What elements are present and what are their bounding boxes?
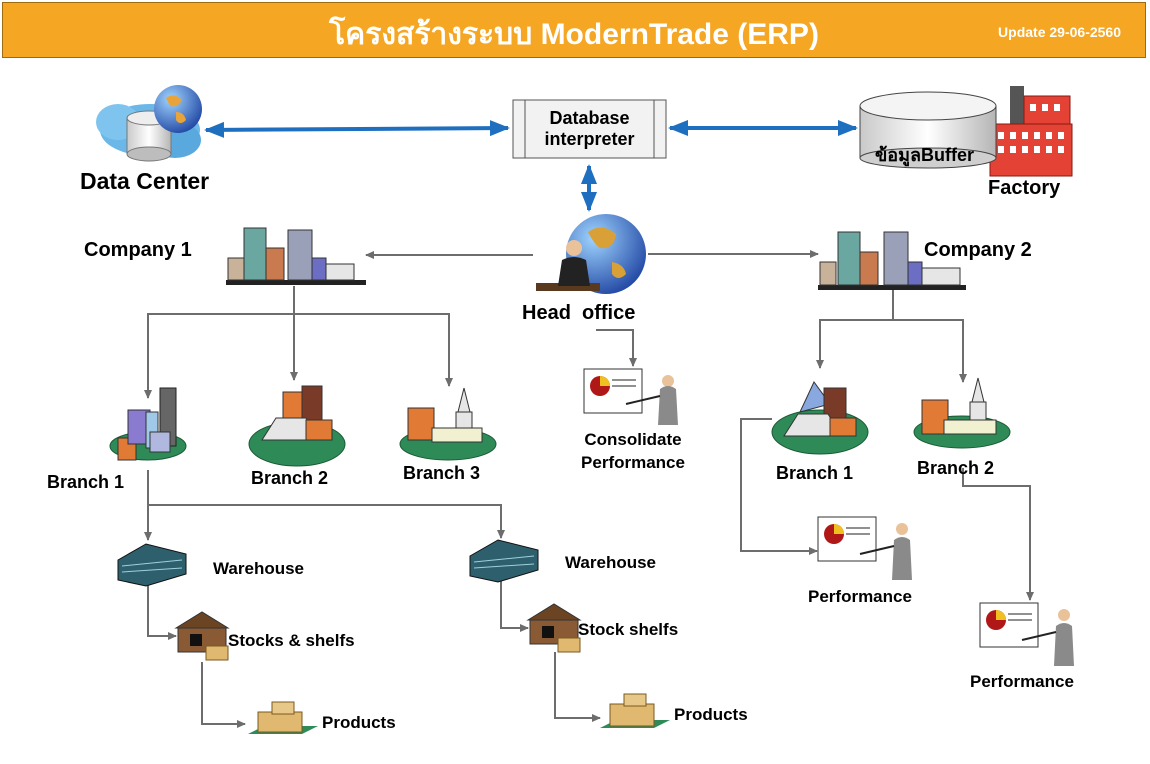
- shed-icon: [174, 611, 230, 661]
- stocks-b-label: Stock shelfs: [578, 620, 679, 639]
- consolidate-performance-label: Consolidate Performance: [581, 430, 685, 472]
- stocks-a-label: Stocks & shelfs: [228, 631, 355, 650]
- factory-icon: [989, 86, 1073, 177]
- c2-branch1-icon: [771, 381, 869, 455]
- page-title: โครงสร้างระบบ ModernTrade (ERP): [329, 18, 819, 51]
- warehouse-a-label: Warehouse: [213, 559, 305, 578]
- company1-label: Company 1: [84, 239, 192, 261]
- c1-branch2-label: Branch 2: [251, 468, 329, 488]
- title-bar: โครงสร้างระบบ ModernTrade (ERP) Update 2…: [2, 2, 1146, 58]
- data-links: [204, 120, 858, 212]
- products-a-label: Products: [322, 713, 396, 732]
- performance-a-label: Performance: [808, 587, 912, 606]
- presenter-chart-icon: [817, 516, 912, 580]
- c2-branch2-label: Branch 2: [917, 458, 995, 478]
- presenter-chart-icon: [583, 368, 678, 425]
- products-b-label: Products: [674, 705, 748, 724]
- warehouse-icon: [469, 539, 539, 583]
- head-office-label: Head office: [522, 302, 636, 324]
- warehouse-b-label: Warehouse: [565, 553, 657, 572]
- buffer-cylinder-icon: [859, 91, 997, 169]
- flow-arrows: [144, 250, 1034, 728]
- c2-branch1-label: Branch 1: [776, 463, 854, 483]
- data-center-icon: [96, 85, 202, 162]
- pallet-icon: [248, 701, 318, 734]
- head-office-icon: [536, 214, 646, 294]
- c2-branch2-icon: [913, 377, 1011, 449]
- c1-branch3-icon: [399, 387, 497, 461]
- company2-label: Company 2: [924, 239, 1032, 261]
- update-date: Update 29-06-2560: [998, 24, 1121, 40]
- warehouse-icon: [117, 543, 187, 587]
- c1-branch2-icon: [248, 385, 346, 467]
- company1-city-icon: [226, 227, 366, 285]
- db-interpreter-label: Database interpreter: [544, 108, 635, 149]
- c1-branch3-label: Branch 3: [403, 463, 481, 483]
- performance-b-label: Performance: [970, 672, 1074, 691]
- shed-icon: [526, 603, 582, 653]
- data-center-label: Data Center: [80, 168, 210, 194]
- database-interpreter-box: [512, 99, 667, 159]
- presenter-chart-icon: [979, 602, 1074, 666]
- c1-branch1-icon: [109, 387, 187, 461]
- c1-branch1-label: Branch 1: [47, 472, 125, 492]
- factory-label: Factory: [988, 177, 1061, 199]
- company2-city-icon: [818, 231, 966, 290]
- pallet-icon: [600, 693, 670, 728]
- buffer-label: ข้อมูลBuffer: [875, 145, 975, 165]
